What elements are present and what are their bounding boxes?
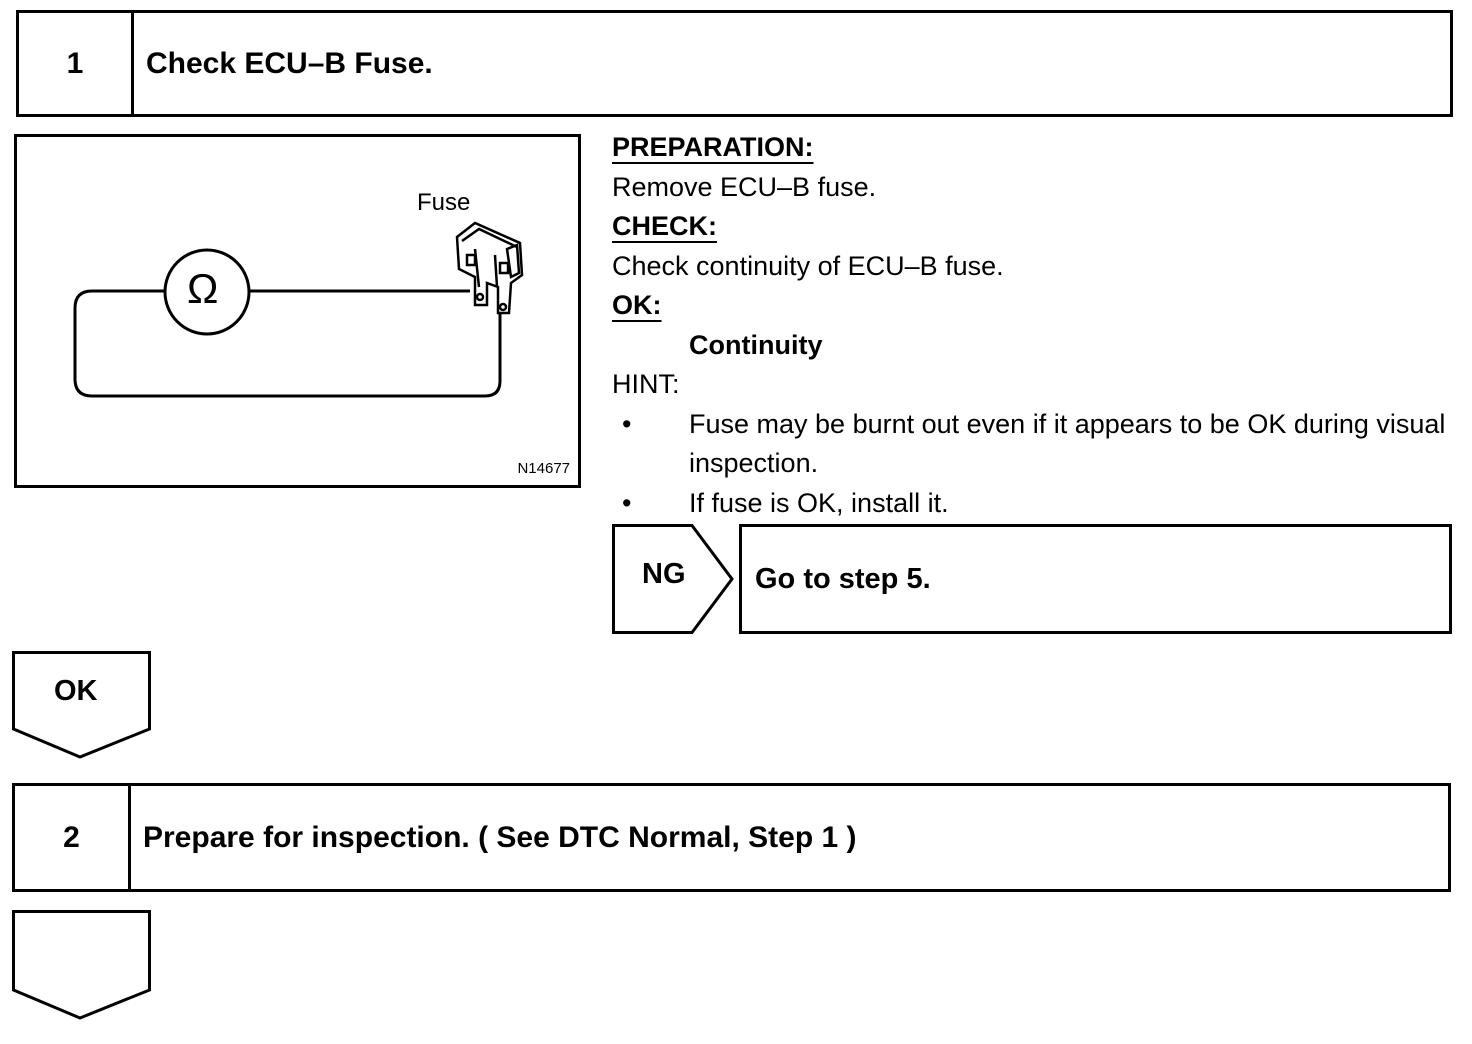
ok-heading: OK: (612, 290, 662, 320)
ng-branch: NG Go to step 5. (612, 524, 1454, 634)
fuse-label: Fuse (417, 189, 471, 216)
ok-text: Continuity (689, 329, 823, 360)
step-title: Prepare for inspection. ( See DTC Normal… (143, 820, 857, 854)
hint-text: If fuse is OK, install it. (689, 487, 949, 518)
bullet-icon: • (622, 408, 632, 439)
step-1-header: 1 Check ECU–B Fuse. (16, 10, 1453, 117)
step-2-header: 2 Prepare for inspection. ( See DTC Norm… (12, 783, 1451, 892)
step-number: 1 (19, 13, 134, 114)
preparation-text: Remove ECU–B fuse. (612, 171, 877, 202)
ng-action: Go to step 5. (739, 524, 1452, 634)
check-text: Check continuity of ECU–B fuse. (612, 250, 1004, 281)
ohm-symbol: Ω (187, 265, 219, 312)
check-heading: CHECK: (612, 211, 717, 241)
wire-left-loop (73, 289, 502, 398)
hint-item: • Fuse may be burnt out even if it appea… (612, 405, 1462, 484)
circuit-diagram (73, 221, 524, 398)
down-arrow-icon (12, 651, 151, 759)
ok-arrow: OK (12, 651, 152, 761)
fuse-continuity-diagram: Ω Fuse N14677 (14, 134, 581, 488)
ohmmeter-icon (163, 248, 251, 336)
hint-text: Fuse may be burnt out even if it appears… (689, 408, 1446, 479)
ng-arrow-icon (612, 524, 734, 634)
ok-label: OK (54, 675, 98, 707)
instructions: PREPARATION: Remove ECU–B fuse. CHECK: C… (612, 128, 1462, 523)
ng-label: NG (642, 558, 686, 590)
hint-item: • If fuse is OK, install it. (612, 484, 1462, 524)
figure-code: N14677 (517, 460, 570, 477)
down-arrow-icon (12, 910, 151, 1020)
fuse-icon (455, 221, 524, 315)
hint-heading: HINT: (612, 369, 680, 399)
bullet-icon: • (622, 487, 632, 518)
preparation-heading: PREPARATION: (612, 132, 814, 162)
step-title: Check ECU–B Fuse. (146, 46, 433, 80)
next-arrow (12, 910, 152, 1022)
step-number: 2 (15, 786, 131, 889)
